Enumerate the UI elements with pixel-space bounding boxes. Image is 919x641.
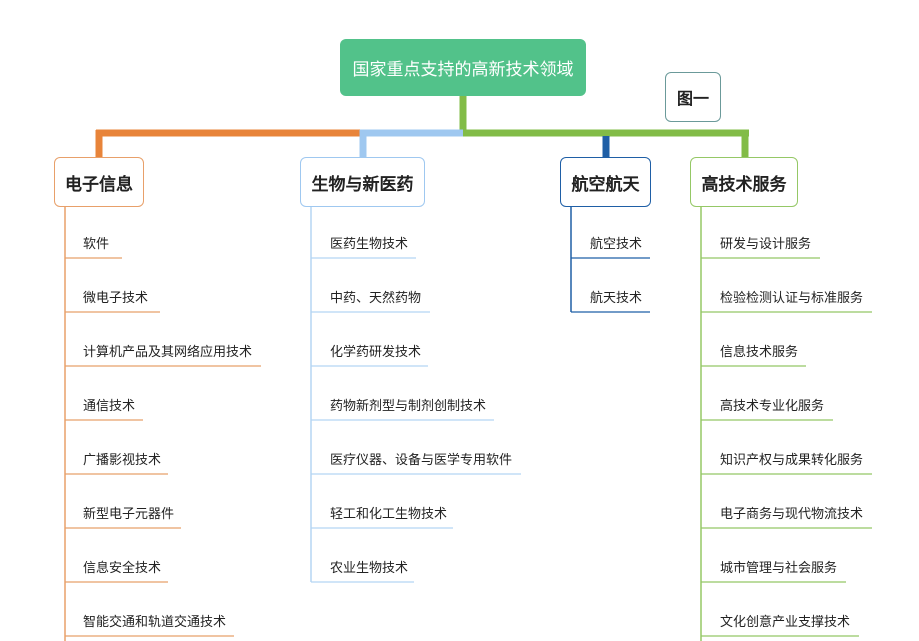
- branch-node-bio-medicine: 生物与新医药: [300, 157, 425, 207]
- leaf-item: 电子商务与现代物流技术: [720, 507, 864, 522]
- leaf-item: 检验检测认证与标准服务: [720, 291, 864, 306]
- leaf-item: 化学药研发技术: [330, 345, 422, 360]
- leaf-item: 文化创意产业支撑技术: [720, 615, 851, 630]
- leaf-item: 计算机产品及其网络应用技术: [83, 345, 253, 360]
- leaf-item: 中药、天然药物: [330, 291, 422, 306]
- branch-node-aerospace: 航空航天: [560, 157, 651, 207]
- leaf-item: 信息技术服务: [720, 345, 799, 360]
- leaf-item: 通信技术: [83, 399, 136, 414]
- leaf-item: 软件: [83, 237, 110, 252]
- branch-node-electronics: 电子信息: [54, 157, 144, 207]
- leaf-item: 农业生物技术: [330, 561, 409, 576]
- leaf-item: 药物新剂型与制剂创制技术: [330, 399, 487, 414]
- leaf-item: 航空技术: [590, 237, 643, 252]
- leaf-item: 信息安全技术: [83, 561, 162, 576]
- leaf-item: 知识产权与成果转化服务: [720, 453, 864, 468]
- root-node: 国家重点支持的高新技术领域: [340, 39, 586, 96]
- leaf-item: 智能交通和轨道交通技术: [83, 615, 227, 630]
- leaf-item: 航天技术: [590, 291, 643, 306]
- leaf-item: 新型电子元器件: [83, 507, 175, 522]
- leaf-item: 研发与设计服务: [720, 237, 812, 252]
- branch-node-high-tech-services: 高技术服务: [690, 157, 798, 207]
- leaf-item: 高技术专业化服务: [720, 399, 825, 414]
- leaf-item: 轻工和化工生物技术: [330, 507, 448, 522]
- leaf-item: 城市管理与社会服务: [720, 561, 838, 576]
- leaf-item: 医疗仪器、设备与医学专用软件: [330, 453, 513, 468]
- leaf-item: 广播影视技术: [83, 453, 162, 468]
- leaf-item: 医药生物技术: [330, 237, 409, 252]
- leaf-item: 微电子技术: [83, 291, 149, 306]
- figure-label: 图一: [665, 72, 721, 122]
